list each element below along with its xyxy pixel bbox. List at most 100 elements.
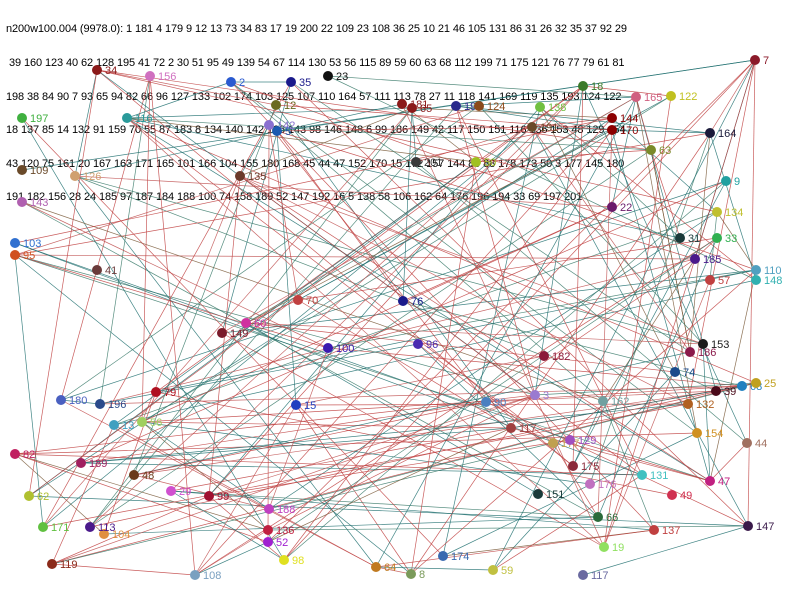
node-label: 31 [688,233,700,245]
node-label: 103 [23,238,41,250]
graph-node: 44 [742,438,767,450]
node-dot [539,351,549,361]
graph-edge [539,106,757,281]
graph-edge [126,107,413,119]
graph-node: 132 [683,399,714,411]
graph-edge [611,117,718,213]
graph-node: 119 [47,559,78,571]
graph-edge [51,442,554,565]
node-dot [670,367,680,377]
node-dot [751,378,761,388]
graph-edge [268,382,757,510]
graph-edge [89,126,533,528]
graph-edge [295,403,689,406]
graph-edge [602,400,655,531]
graph-edge [492,474,643,571]
node-label: 135 [248,171,266,183]
graph-edge [21,59,756,171]
node-label: 50 [484,157,496,169]
graph-edge [410,161,477,575]
node-label: 131 [650,470,668,482]
node-dot [56,395,66,405]
node-dot [474,101,484,111]
node-label: 132 [696,399,714,411]
graph-node: 99 [204,491,229,503]
graph-node: 90 [481,397,506,409]
node-dot [264,504,274,514]
graph-edge [417,343,574,467]
graph-node: 9 [721,176,740,188]
node-label: 48 [142,470,154,482]
graph-edge [141,421,270,510]
node-dot [721,176,731,186]
graph-node: 7 [750,55,769,67]
graph-node: 3 [530,390,549,402]
graph-edge [327,75,637,98]
node-dot [92,265,102,275]
node-dot [204,491,214,501]
graph-edge [239,175,643,476]
graph-edge [80,180,727,464]
graph-node: 137 [649,525,680,537]
graph-edge [375,566,412,575]
node-label: 59 [501,565,513,577]
graph-edge [99,75,151,405]
node-dot [585,479,595,489]
graph-edge [14,453,269,531]
graph-edge [510,427,711,482]
node-dot [705,275,715,285]
node-label: 47 [718,476,730,488]
graph-edge [126,117,605,548]
node-label: 56 [150,417,162,429]
graph-edge [42,81,292,528]
graph-node: 59 [488,565,513,577]
graph-node: 33 [712,233,737,245]
graph-node: 144 [607,113,638,125]
node-dot [527,122,537,132]
node-label: 64 [384,562,396,574]
node-label: 164 [718,128,736,140]
node-label: 142 [277,120,295,132]
graph-edge [603,95,672,548]
graph-edge [14,242,643,476]
graph-edge [14,453,105,535]
graph-edge [552,442,599,518]
graph-edge [297,299,512,429]
graph-edge [28,495,749,527]
graph-edge [51,563,196,576]
graph-node: 12 [271,100,296,112]
node-label: 19 [612,542,624,554]
node-dot [137,417,147,427]
graph-edge [221,96,637,334]
node-label: 49 [680,490,692,502]
graph-edge [141,175,241,423]
node-label: 137 [662,525,680,537]
node-dot [646,145,656,155]
node-label: 143 [30,197,48,209]
graph-edge [709,442,748,482]
node-dot [10,449,20,459]
graph-edge [582,85,672,97]
graph-edge [194,541,269,576]
edge-layer [14,59,757,576]
node-label: 156 [158,71,176,83]
node-dot [548,438,558,448]
graph-node: 135 [235,171,266,183]
node-dot [742,438,752,448]
graph-node: 34 [92,65,117,77]
node-label: 7 [763,55,769,67]
graph-edge [267,59,756,543]
graph-edge [297,237,718,301]
node-dot [705,128,715,138]
node-label: 196 [108,399,126,411]
node-label: 79 [164,387,176,399]
graph-node: 5 [272,126,291,138]
graph-edge [99,385,743,405]
graph-edge [21,117,444,557]
node-label: 70 [306,295,318,307]
node-label: 117 [519,423,537,435]
graph-edge [239,175,689,405]
graph-edge [694,59,756,260]
graph-edge [14,394,536,455]
